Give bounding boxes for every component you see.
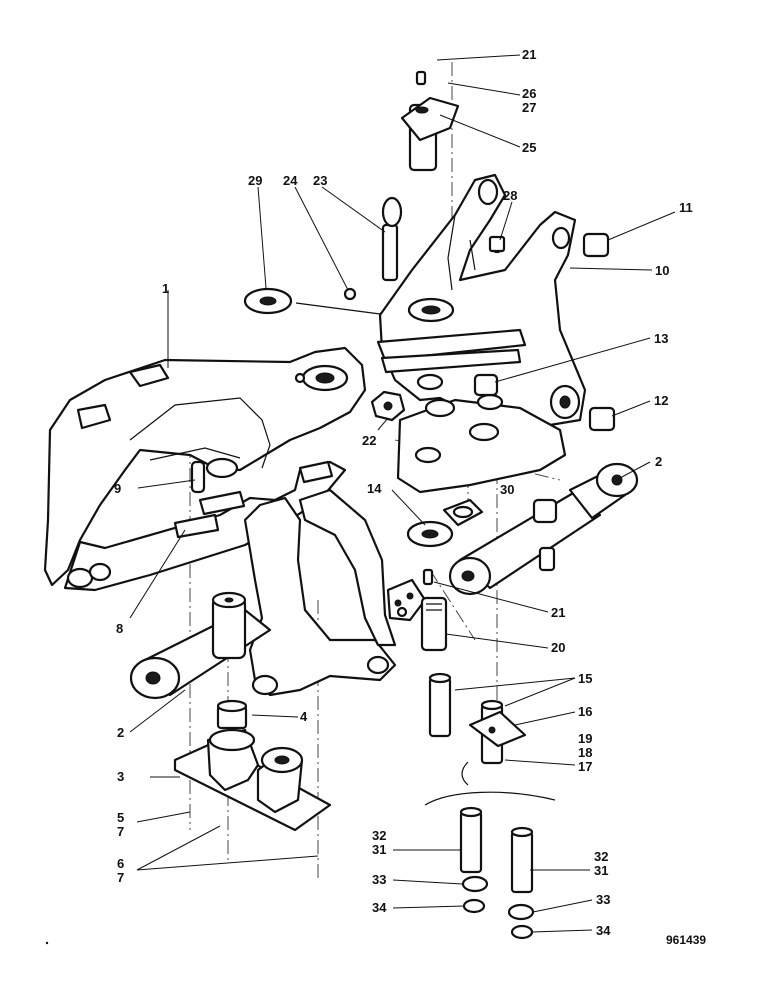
stray-dot: [45, 941, 49, 945]
callout-6: 6: [117, 856, 124, 871]
callout-7-upper: 7: [117, 824, 124, 839]
callout-9: 9: [114, 481, 121, 496]
callout-labels: 21 26 27 25 29 24 23 28 11 10 1 13 12 22…: [45, 47, 706, 947]
front-bracket: [243, 488, 427, 697]
callout-16: 16: [578, 704, 592, 719]
callout-25: 25: [522, 140, 536, 155]
callout-10: 10: [655, 263, 669, 278]
callout-18: 18: [578, 745, 592, 760]
callout-32-right: 32: [594, 849, 608, 864]
left-cylinder: [129, 591, 272, 730]
callout-34-left: 34: [372, 900, 387, 915]
callout-31-left: 31: [372, 842, 386, 857]
callout-14: 14: [367, 481, 382, 496]
callout-3: 3: [117, 769, 124, 784]
callout-31-right: 31: [594, 863, 608, 878]
callout-22: 22: [362, 433, 376, 448]
callout-1: 1: [162, 281, 169, 296]
main-frame: [43, 346, 367, 592]
callout-21-top: 21: [522, 47, 536, 62]
callout-15: 15: [578, 671, 592, 686]
callout-7-lower: 7: [117, 870, 124, 885]
callout-26: 26: [522, 86, 536, 101]
callout-8: 8: [116, 621, 123, 636]
reference-number: 961439: [666, 933, 706, 947]
callout-11: 11: [679, 200, 693, 215]
callout-19: 19: [578, 731, 592, 746]
callout-24: 24: [283, 173, 298, 188]
base-plate: [173, 728, 332, 832]
callout-12: 12: [654, 393, 668, 408]
callout-28: 28: [503, 188, 517, 203]
callout-30: 30: [500, 482, 514, 497]
leader-lines: [129, 54, 676, 933]
callout-13: 13: [654, 331, 668, 346]
callout-17: 17: [578, 759, 592, 774]
callout-23: 23: [313, 173, 327, 188]
callout-33-right: 33: [596, 892, 610, 907]
callout-34-right: 34: [596, 923, 611, 938]
swing-casting: [376, 173, 587, 432]
callout-4: 4: [300, 709, 308, 724]
callout-2-left: 2: [117, 725, 124, 740]
callout-21-lower: 21: [551, 605, 565, 620]
right-cylinder: [448, 462, 639, 596]
callout-33-left: 33: [372, 872, 386, 887]
callout-29: 29: [248, 173, 262, 188]
pivot-casting: [396, 373, 567, 494]
callout-2-right: 2: [655, 454, 662, 469]
callout-5: 5: [117, 810, 124, 825]
callout-20: 20: [551, 640, 565, 655]
callout-27: 27: [522, 100, 536, 115]
callout-32-left: 32: [372, 828, 386, 843]
small-parts: [243, 70, 616, 940]
